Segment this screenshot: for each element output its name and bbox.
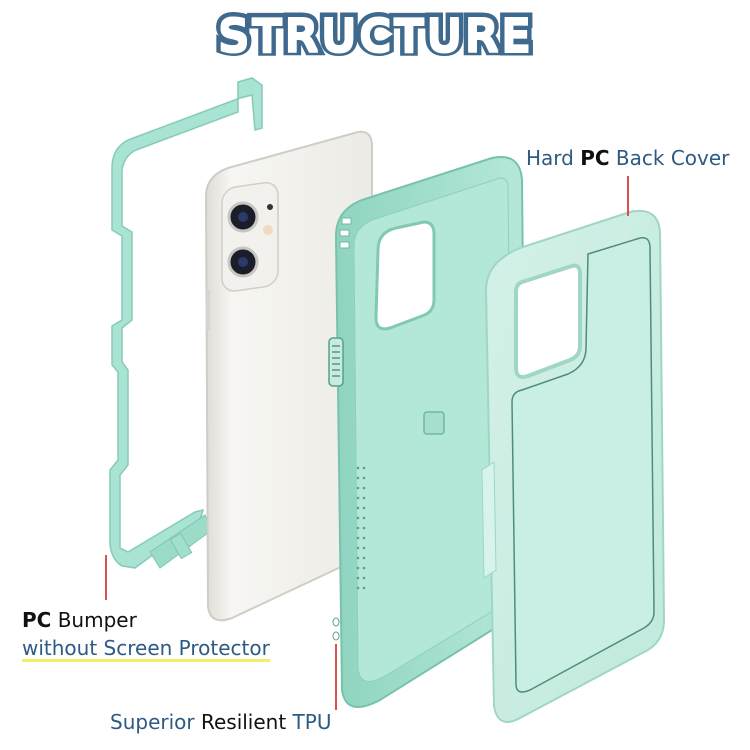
callout-back-cover-part2: PC	[580, 146, 610, 170]
callout-tpu-part2: Resilient	[200, 710, 287, 734]
page-title: STRUCTURE	[213, 4, 537, 67]
tpu-inner-case	[328, 156, 528, 709]
callout-tpu-part3: TPU	[286, 710, 332, 734]
callout-tpu-part1: Superior	[110, 710, 201, 734]
callout-tpu: Superior Resilient TPU	[110, 710, 331, 734]
callout-bumper-subtitle: without Screen Protector	[22, 636, 270, 662]
callout-bumper-title: PC Bumper	[22, 608, 137, 632]
callout-back-cover-part3: Back Cover	[609, 146, 730, 170]
callout-bumper-word: Bumper	[51, 608, 137, 632]
pc-back-cover	[481, 210, 666, 723]
pc-bumper-frame	[109, 77, 263, 569]
callout-bumper-pc: PC	[22, 608, 52, 632]
callout-back-cover: Hard PC Back Cover	[526, 146, 729, 170]
callout-bumper-note: without Screen Protector	[22, 636, 270, 662]
callout-back-cover-part1: Hard	[526, 146, 581, 170]
phone	[204, 130, 373, 622]
page-title-fill: STRUCTURE	[217, 10, 533, 64]
